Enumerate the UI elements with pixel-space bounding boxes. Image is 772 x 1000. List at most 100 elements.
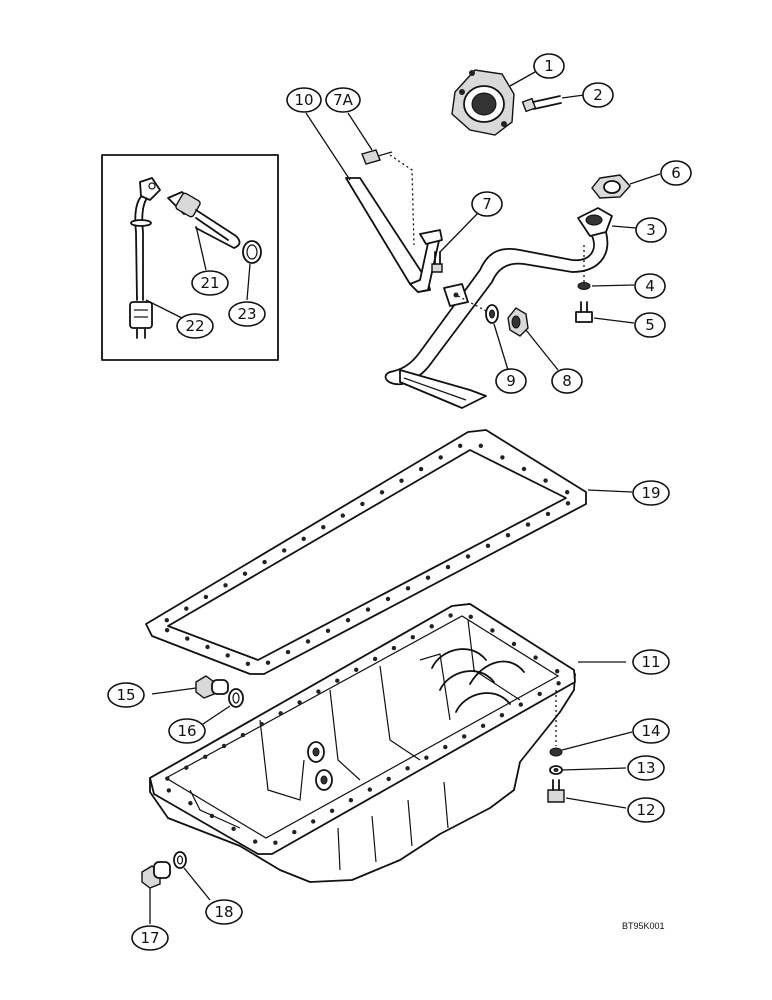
part-6-gasket [591, 174, 631, 199]
callout-8: 8 [551, 368, 583, 394]
part-2-bolt [521, 95, 562, 113]
bolt-hole [555, 669, 560, 674]
callout-1: 1 [533, 53, 565, 79]
bolt-hole [245, 661, 251, 666]
callout-7a: 7A [325, 87, 361, 113]
callout-22: 22 [176, 313, 214, 339]
svg-text:13: 13 [636, 759, 655, 777]
svg-text:3: 3 [646, 221, 656, 239]
part-19-pan-gasket [145, 429, 587, 675]
bolt-hole [203, 754, 208, 759]
bolt-hole [465, 554, 471, 559]
callout-3: 3 [635, 217, 667, 243]
bolt-hole [410, 635, 415, 640]
callout-7: 7 [471, 191, 503, 217]
bolt-hole [543, 478, 548, 483]
bolt-hole [478, 443, 483, 448]
bolt-hole [386, 776, 391, 782]
bolt-hole [385, 596, 391, 602]
bolt-hole [325, 628, 331, 633]
bolt-hole [348, 798, 354, 803]
bolt-hole [242, 571, 248, 576]
bolt-hole [490, 628, 495, 633]
svg-text:23: 23 [237, 305, 256, 323]
gasket-bolt-holes [164, 443, 571, 666]
svg-text:7A: 7A [333, 91, 354, 109]
callout-4: 4 [634, 273, 666, 299]
bolt-hole [203, 594, 209, 600]
bolt-hole [165, 776, 170, 781]
part-13-washer [549, 765, 563, 775]
bolt-hole [556, 681, 561, 686]
bolt-hole [265, 660, 271, 665]
bolt-hole [305, 639, 311, 644]
part-18-seal-ring [173, 851, 187, 869]
svg-text:5: 5 [645, 316, 655, 334]
svg-text:18: 18 [214, 903, 233, 921]
bolt-hole [518, 702, 523, 707]
part-14-washer [549, 747, 563, 757]
bolt-hole [253, 839, 258, 844]
bolt-hole [301, 536, 306, 541]
bolt-hole [485, 543, 491, 548]
part-16-seal-ring [228, 688, 244, 708]
svg-text:11: 11 [641, 653, 660, 671]
bolt-hole [321, 525, 326, 530]
callout-14: 14 [632, 718, 670, 744]
svg-text:22: 22 [185, 317, 204, 335]
bolt-hole [521, 466, 527, 472]
bolt-hole [399, 478, 404, 483]
bolt-hole [438, 455, 443, 460]
bolt-hole [164, 628, 170, 633]
bolt-hole [511, 641, 517, 647]
bolt-hole [273, 840, 278, 845]
callout-16: 16 [168, 718, 206, 744]
bolt-hole [468, 614, 473, 619]
part-4-washer [577, 282, 591, 290]
bolt-hole [445, 564, 451, 570]
bolt-hole [505, 533, 511, 538]
part-8-nut [507, 307, 529, 337]
svg-text:12: 12 [636, 801, 655, 819]
bolt-hole [429, 624, 434, 629]
inset-frame [101, 154, 279, 361]
callout-10: 10 [286, 87, 322, 113]
bolt-hole [225, 653, 230, 658]
bolt-hole [533, 655, 538, 660]
bolt-hole [278, 711, 283, 716]
bolt-hole [500, 455, 505, 460]
bolt-hole [231, 826, 236, 831]
part-21-heater-element [167, 191, 241, 249]
bolt-hole [285, 649, 291, 655]
part-1-adapter [451, 69, 515, 136]
svg-text:17: 17 [140, 929, 159, 947]
bolt-hole [448, 613, 453, 618]
bolt-hole [424, 755, 429, 760]
bolt-hole [480, 723, 486, 728]
leader-lines [149, 71, 661, 924]
svg-text:9: 9 [506, 372, 516, 390]
bolt-hole [565, 501, 571, 506]
svg-text:16: 16 [177, 722, 196, 740]
bolt-hole [205, 644, 210, 650]
callout-6: 6 [660, 160, 692, 186]
bolt-hole [166, 788, 171, 793]
callout-12: 12 [627, 797, 665, 823]
callout-18: 18 [205, 899, 243, 925]
bolt-hole [345, 618, 351, 623]
part-17-drain-plug [141, 861, 171, 889]
bolt-hole [185, 636, 190, 641]
svg-text:21: 21 [200, 274, 219, 292]
bolt-hole [545, 511, 551, 517]
bolt-hole [405, 766, 410, 771]
svg-text:6: 6 [671, 164, 681, 182]
bolt-hole [311, 819, 316, 824]
callout-21: 21 [191, 270, 229, 296]
bolt-hole [316, 689, 321, 694]
bolt-hole [372, 656, 378, 662]
bolt-hole [391, 645, 397, 651]
bolt-hole [221, 743, 227, 749]
part-10-bracket [345, 177, 443, 293]
bolt-hole [525, 522, 531, 527]
